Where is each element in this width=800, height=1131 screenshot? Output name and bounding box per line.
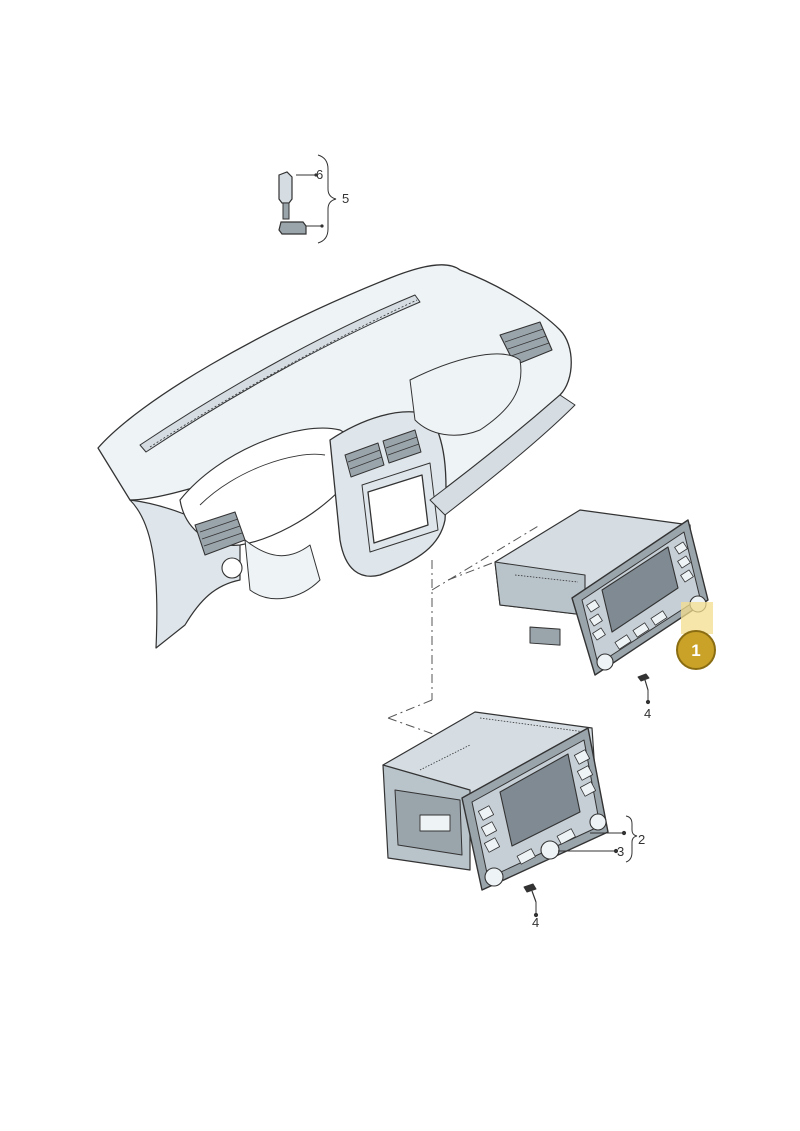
label-4-lower: 4 (532, 915, 539, 930)
switch-body (278, 171, 293, 204)
steering-area (244, 539, 321, 600)
screw-upper (637, 673, 651, 705)
label-4-upper: 4 (644, 706, 651, 721)
radio-unit-2 (382, 711, 609, 918)
switch-stem (282, 202, 290, 220)
radio-unit-1 (494, 509, 709, 705)
label-3: 3 (617, 844, 624, 859)
glovebox (409, 353, 522, 436)
radio-2-display (499, 753, 581, 847)
radio-2-knob-left (484, 867, 504, 887)
bracket-2 (625, 815, 638, 863)
defrost-vent (139, 294, 421, 453)
assembly-lines (387, 524, 541, 741)
callout-1-label: 1 (691, 641, 700, 660)
left-knob (221, 557, 243, 579)
radio-slot (367, 474, 429, 544)
center-air-vents (344, 429, 422, 478)
screw-lower (523, 883, 539, 918)
switch-base (278, 221, 307, 235)
leaders-2-3 (558, 815, 638, 863)
radio-2-knob-center (540, 840, 560, 860)
label-5: 5 (342, 191, 349, 206)
callout-1[interactable]: 1 (676, 602, 716, 670)
callout-1-highlight (681, 602, 713, 634)
label-6: 6 (316, 167, 323, 182)
callout-1-badge (676, 630, 716, 670)
radio-2-knob-right (589, 813, 607, 831)
left-air-vent (194, 511, 246, 556)
switch-part-group: 6 5 (278, 154, 349, 244)
right-air-vent (499, 321, 553, 366)
radio-1-display (601, 546, 679, 633)
dashboard (97, 264, 576, 649)
bracket-5 (317, 154, 337, 244)
label-2: 2 (638, 832, 645, 847)
radio-1-knob-left (596, 653, 614, 671)
